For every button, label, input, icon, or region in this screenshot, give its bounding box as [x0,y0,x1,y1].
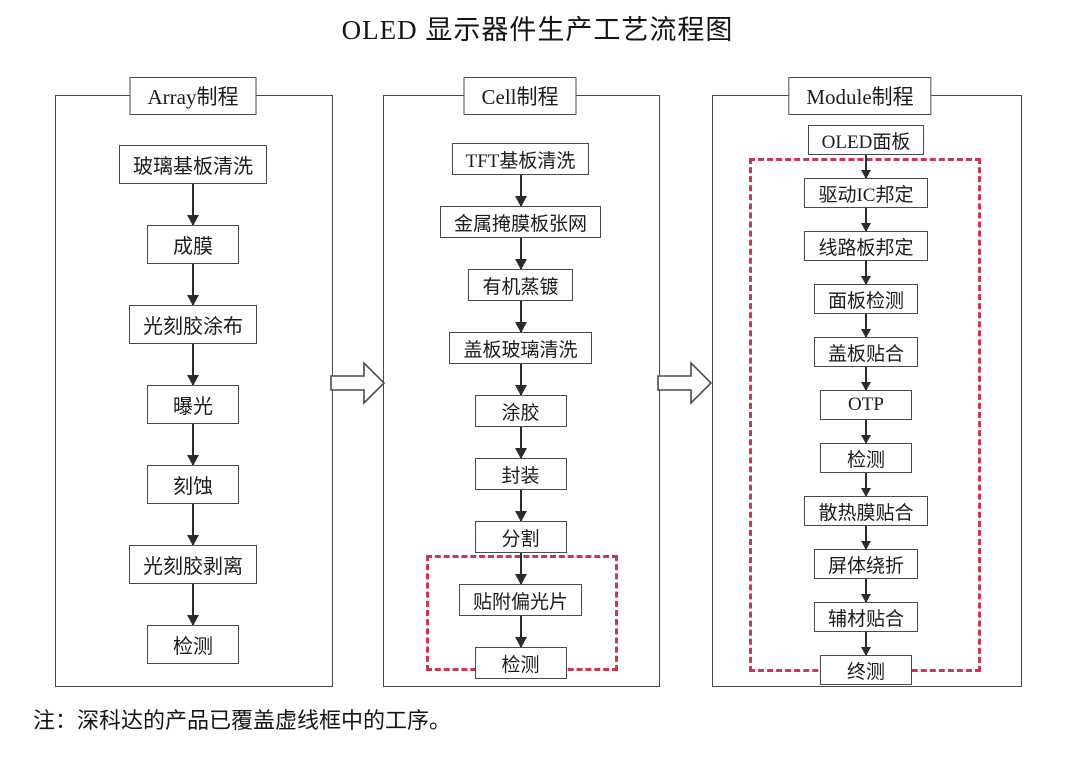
down-arrow [519,616,522,647]
process-step: 光刻胶剥离 [129,545,257,584]
down-arrow [519,553,522,584]
flow-arrow-cell-to-module [657,361,713,405]
process-step: 刻蚀 [147,465,239,504]
down-arrow [865,208,867,231]
down-arrow [865,367,867,390]
process-step: 光刻胶涂布 [129,305,257,344]
down-arrow [519,301,522,332]
process-step: 辅材贴合 [813,602,918,632]
process-step: 成膜 [147,225,239,264]
process-step: 检测 [474,647,567,679]
down-arrow [865,526,867,549]
down-arrow [519,490,522,521]
process-step: 面板检测 [813,284,918,314]
process-step: 贴附偏光片 [458,584,582,616]
process-step: 封装 [474,458,567,490]
down-arrow [519,427,522,458]
process-step: 金属掩膜板张网 [439,206,601,238]
process-step: TFT基板清洗 [451,143,590,175]
process-step: 盖板玻璃清洗 [449,332,592,364]
process-step: 散热膜贴合 [804,496,928,526]
down-arrow [865,261,867,284]
down-arrow [865,314,867,337]
process-step: 玻璃基板清洗 [119,145,267,184]
down-arrow [865,420,867,443]
array-process-header: Array制程 [129,77,257,115]
module-process-header: Module制程 [788,77,932,115]
process-step: 盖板贴合 [813,337,918,367]
process-step: 屏体绕折 [813,549,918,579]
process-step: 终测 [820,655,912,685]
down-arrow [519,364,522,395]
module-flow: OLED面板 驱动IC邦定 线路板邦定 面板检测 盖板贴合 OTP 检测 散热膜… [712,125,1020,685]
process-step: 分割 [474,521,567,553]
down-arrow [519,238,522,269]
array-flow: 玻璃基板清洗 成膜 光刻胶涂布 曝光 刻蚀 光刻胶剥离 检测 [55,145,331,664]
process-step: 驱动IC邦定 [804,178,928,208]
down-arrow [192,344,194,385]
cell-flow: TFT基板清洗 金属掩膜板张网 有机蒸镀 盖板玻璃清洗 涂胶 封装 分割 贴附偏… [383,143,658,679]
process-step: 涂胶 [474,395,567,427]
process-step: 检测 [820,443,912,473]
down-arrow [192,264,194,305]
down-arrow [192,424,194,465]
down-arrow [865,579,867,602]
process-step: OLED面板 [807,125,925,155]
down-arrow [192,504,194,545]
cell-process-header: Cell制程 [463,77,577,115]
process-step: 检测 [147,625,239,664]
down-arrow [192,184,194,225]
flow-arrow-array-to-cell [330,361,386,405]
process-step: 线路板邦定 [804,231,928,261]
down-arrow [865,632,867,655]
down-arrow [865,155,867,178]
process-step: 曝光 [147,385,239,424]
process-step: 有机蒸镀 [468,269,573,301]
process-step: OTP [820,390,912,420]
diagram-title: OLED 显示器件生产工艺流程图 [341,15,734,45]
down-arrow [865,473,867,496]
down-arrow [192,584,194,625]
down-arrow [519,175,522,206]
footnote: 注：深科达的产品已覆盖虚线框中的工序。 [33,708,452,733]
